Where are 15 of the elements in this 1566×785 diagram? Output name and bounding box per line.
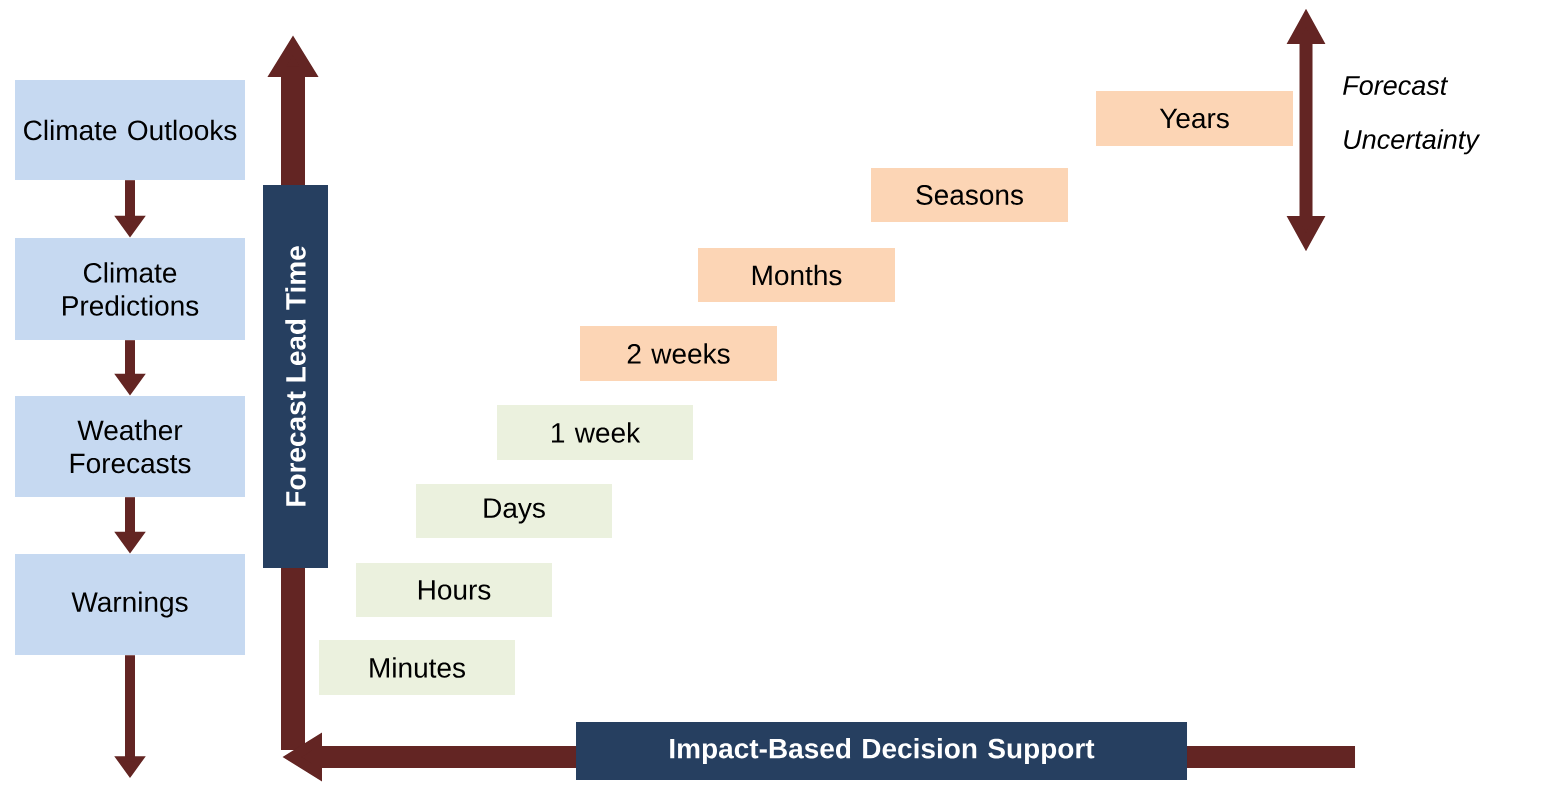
time-scale-box: 1 week [497, 405, 693, 460]
process-box: Climate Outlooks [15, 80, 245, 180]
process-box: Warnings [15, 554, 245, 655]
time-scale-box: 2 weeks [580, 326, 777, 381]
axis-label-box: Forecast Lead Time [263, 185, 328, 568]
axis-label-box: Impact-Based Decision Support [576, 722, 1187, 780]
time-scale-box: Months [698, 248, 895, 302]
process-box: Climate Predictions [15, 238, 245, 340]
time-scale-box: Days [416, 484, 612, 538]
time-scale-box: Minutes [319, 640, 515, 695]
time-scale-box: Hours [356, 563, 552, 617]
process-box: Weather Forecasts [15, 396, 245, 497]
time-scale-box: Seasons [871, 168, 1068, 222]
time-scale-box: Years [1096, 91, 1293, 146]
axis-label: Forecast Uncertainty [1343, 76, 1481, 155]
